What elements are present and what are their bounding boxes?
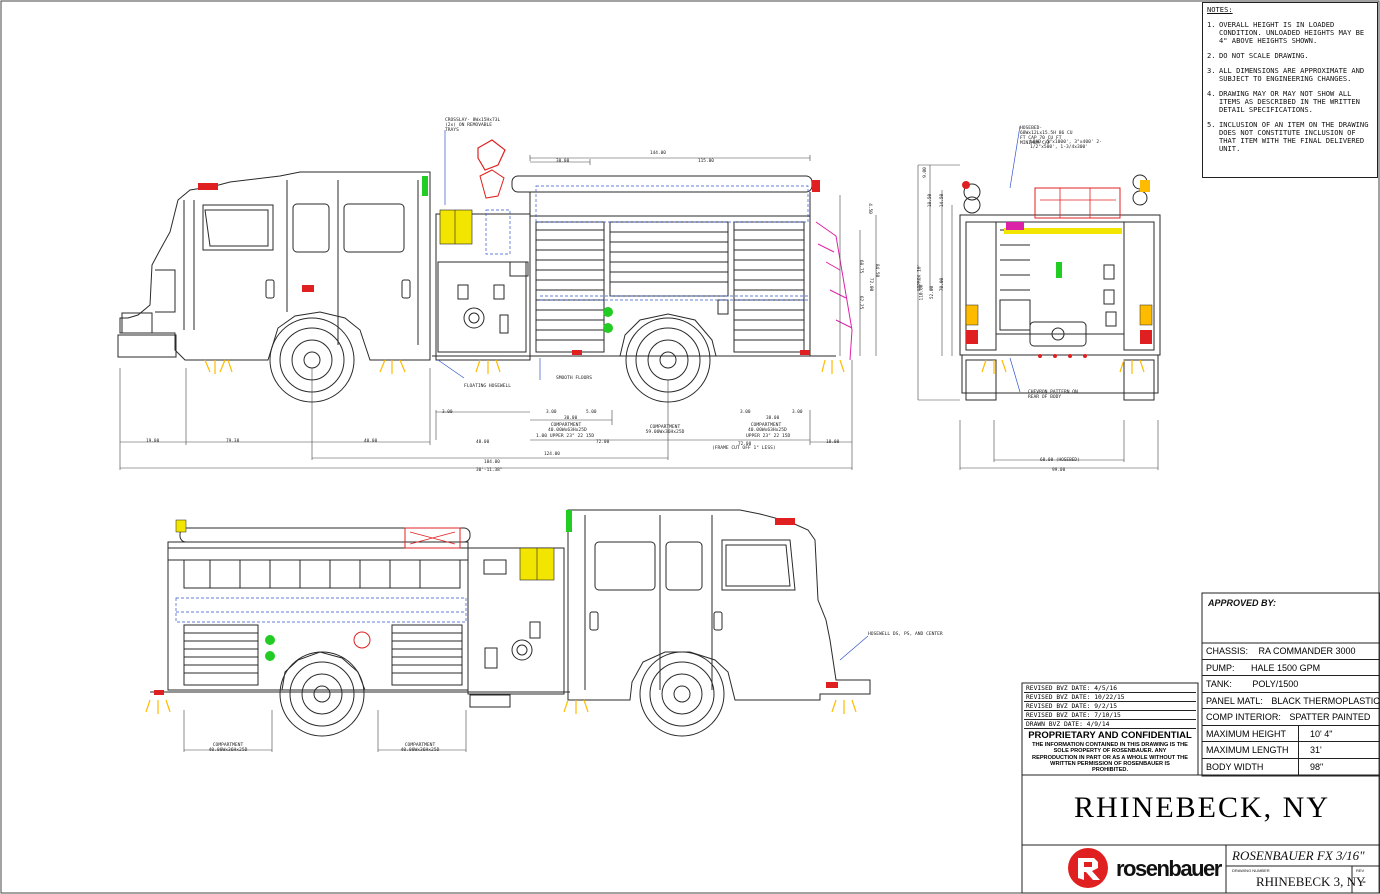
- note-text: DO NOT SCALE DRAWING.: [1219, 51, 1309, 60]
- dim-3a: 3.00: [442, 410, 453, 415]
- notes-title: NOTES:: [1207, 5, 1233, 14]
- dim-3b: 3.00: [546, 410, 557, 415]
- spec-row-tank: TANK: POLY/1500: [1202, 676, 1380, 693]
- callout-smooth-floors: SMOOTH FLOORS: [556, 376, 592, 381]
- proprietary-notice: PROPRIETARY AND CONFIDENTIAL THE INFORMA…: [1024, 730, 1196, 774]
- dim-9: 9.00: [922, 167, 928, 178]
- callout-load: LOAD- 5"x1000', 3"x400' 2-1/2"x500', 1-3…: [1030, 140, 1102, 150]
- spec-row-panel: PANEL MATL: BLACK THERMOPLASTIC: [1202, 693, 1380, 709]
- callout-compartment-4: COMPARTMENT 40.00Wx36Hx25D: [208, 743, 248, 753]
- hidden-lines-bottom: [175, 597, 467, 623]
- proprietary-text: THE INFORMATION CONTAINED IN THIS DRAWIN…: [1032, 742, 1188, 774]
- dim-124: 124.00: [544, 452, 560, 457]
- note-item: 1.OVERALL HEIGHT IS IN LOADED CONDITION.…: [1207, 21, 1373, 45]
- dim-144: 144.00: [650, 151, 666, 156]
- dim-62-25: 62.25: [858, 295, 864, 310]
- rear-view-accents: [962, 180, 1153, 374]
- drawing-number-label: DRAWING NUMBER: [1232, 868, 1270, 873]
- note-item: 5.INCLUSION OF AN ITEM ON THE DRAWING DO…: [1207, 121, 1373, 153]
- dim-115: 115.00: [698, 159, 714, 164]
- leader-lines: [437, 125, 1021, 661]
- title-block-frame: [1021, 592, 1380, 894]
- callout-hosewell-ds: HOSEWELL DS, PS, AND CENTER: [868, 632, 943, 637]
- side-view-officer: [150, 509, 871, 737]
- revision-row: REVISED BVZ DATE: 7/10/15: [1024, 711, 1196, 720]
- dim-48: 48.00: [476, 440, 490, 445]
- dim-30b: 30.00: [564, 416, 578, 421]
- dim-38: 38.00: [766, 416, 780, 421]
- dimension-lines-rear: [917, 164, 1159, 470]
- dim-68-hosebed: 68.00 (HOSEBED): [1040, 458, 1080, 463]
- drawing-number: RHINEBECK 3, NY: [1256, 874, 1366, 889]
- spec-row-chassis: CHASSIS: RA COMMANDER 3000: [1202, 643, 1380, 660]
- brand-wordmark: rosenbauer: [1116, 856, 1222, 881]
- callout-compartment-1: COMPARTMENT 40.00Wx63Hx25D: [548, 423, 587, 433]
- callout-compartment-5: COMPARTMENT 40.00Wx36Hx25D: [400, 743, 440, 753]
- note-text: INCLUSION OF AN ITEM ON THE DRAWING DOES…: [1219, 120, 1369, 153]
- revision-row: REVISED BVZ DATE: 4/5/16: [1024, 684, 1196, 693]
- dim-5a: 5.00: [586, 410, 597, 415]
- dim-40: 40.00: [364, 439, 378, 444]
- revision-row: DRAWN BVZ DATE: 4/9/14: [1024, 720, 1196, 729]
- note-item: 2.DO NOT SCALE DRAWING.: [1207, 51, 1309, 60]
- dim-30: 30.00: [556, 159, 570, 164]
- callout-crosslay: CROSSLAY- 8Wx15Hx73L (2x) ON REMOVABLE T…: [445, 118, 501, 133]
- callout-compartment-2: COMPARTMENT 59.00Wx36Hx25D: [645, 425, 685, 435]
- model-label: ROSENBAUER FX 3/16": [1232, 848, 1365, 863]
- callout-hosebed: HOSEBED- 68Wx12Lx15.5H 86 CU FT CAP 70 C…: [1020, 126, 1073, 146]
- callout-compartment-3b: UPPER 23" 22 15D: [746, 434, 791, 439]
- dim-79: 79.38: [226, 439, 240, 444]
- note-item: 4.DRAWING MAY OR MAY NOT SHOW ALL ITEMS …: [1207, 90, 1373, 114]
- dim-18-50: 18.50: [928, 193, 934, 208]
- notes-panel: NOTES: 1.OVERALL HEIGHT IS IN LOADED CON…: [1202, 2, 1378, 178]
- callout-frame-cut: (FRAME CUT OFF 1" LESS): [712, 446, 776, 451]
- dim-84-50: 84.50: [874, 263, 880, 278]
- proprietary-title: PROPRIETARY AND CONFIDENTIAL: [1028, 730, 1192, 741]
- callout-compartment-3: COMPARTMENT 40.00Wx63Hx25D: [748, 423, 787, 433]
- note-item: 3.ALL DIMENSIONS ARE APPROXIMATE AND SUB…: [1207, 67, 1373, 83]
- note-text: ALL DIMENSIONS ARE APPROXIMATE AND SUBJE…: [1219, 66, 1365, 83]
- dim-70: 70.00: [940, 277, 946, 292]
- spec-row-interior: COMP INTERIOR: SPATTER PAINTED: [1202, 709, 1380, 726]
- spec-row-pump: PUMP: HALE 1500 GPM: [1202, 660, 1380, 676]
- dim-110: 110.00: [919, 284, 925, 301]
- dimension-lines-bottom: [183, 710, 467, 752]
- approved-by-label: APPROVED BY:: [1208, 598, 1277, 608]
- dim-99: 99.00: [1052, 468, 1066, 473]
- dim-72: 72.00: [596, 440, 610, 445]
- dim-3c: 3.00: [740, 410, 751, 415]
- dim-184: 184.00: [484, 460, 500, 465]
- callout-compartment-1b: 1.00 UPPER 23" 22 15D: [536, 434, 595, 439]
- revision-row: REVISED BVZ DATE: 10/22/15: [1024, 693, 1196, 702]
- dim-68-75: 68.75: [858, 259, 864, 274]
- color-accents-bottom: [145, 510, 857, 714]
- dim-4-50: 4.50: [866, 203, 872, 214]
- customer-name: RHINEBECK, NY: [1074, 791, 1330, 824]
- dim-18: 18.00: [826, 440, 840, 445]
- rev-value: -: [1362, 874, 1366, 888]
- dim-52: 52.00: [930, 285, 936, 300]
- dim-72-00: 72.00: [868, 277, 874, 292]
- dim-14-50: 14.50: [940, 193, 946, 208]
- dim-19: 19.00: [146, 439, 160, 444]
- callout-chevron: CHEVRON PATTERN ON REAR OF BODY: [1028, 390, 1078, 400]
- hidden-lines-top: [485, 185, 810, 301]
- revision-row: REVISED BVZ DATE: 9/2/15: [1024, 702, 1196, 711]
- note-text: DRAWING MAY OR MAY NOT SHOW ALL ITEMS AS…: [1219, 89, 1360, 114]
- dim-overall: 30'-11.38": [476, 468, 503, 473]
- dimension-lines-top: [119, 155, 877, 470]
- dim-3d: 3.00: [792, 410, 803, 415]
- callout-floating-hosewell: FLOATING HOSEWELL: [464, 384, 512, 389]
- rosenbauer-logo-icon: [1068, 848, 1108, 888]
- dim-72b: 72.00: [738, 442, 752, 447]
- note-text: OVERALL HEIGHT IS IN LOADED CONDITION. U…: [1219, 20, 1365, 45]
- color-accents-top: [198, 139, 853, 374]
- rev-label: REV: [1356, 868, 1365, 873]
